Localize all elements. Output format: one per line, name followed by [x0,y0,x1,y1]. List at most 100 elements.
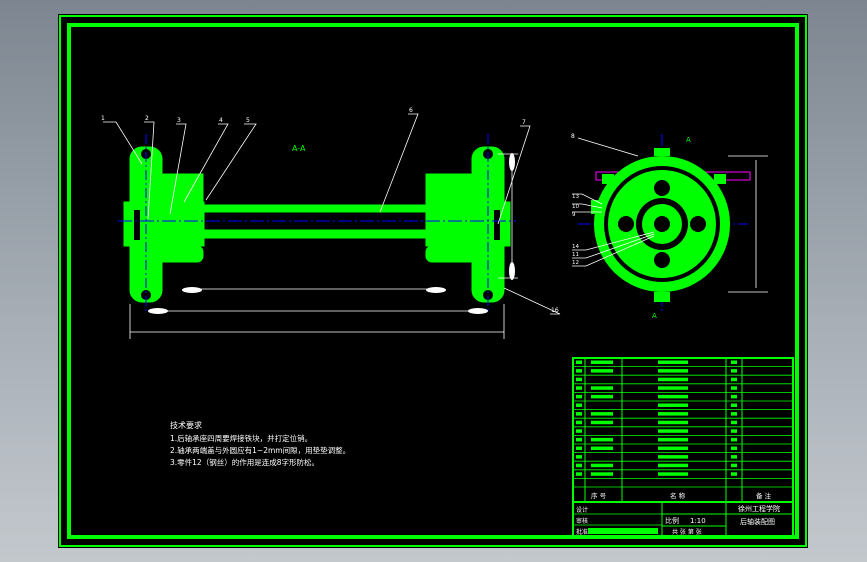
bom-cell-mark [591,472,613,476]
leader-9: 9 [572,212,576,218]
bom-cell-mark [591,360,613,364]
bom-cell-mark [591,420,613,425]
role-review: 审核 [576,517,588,525]
bom-cell-mark [731,360,737,364]
bolt-hole-right [690,216,706,232]
section-label: A-A [292,144,306,153]
bom-cell-mark [658,377,688,382]
parts-list: 序 号 名 称 备 注 [572,357,794,503]
outer-frame [59,15,807,547]
sheet-count: 共 张 第 张 [672,528,702,536]
school-name: 徐州工程学院 [738,504,780,513]
inner-frame [67,23,799,539]
bolt-hole-top [654,180,670,196]
bom-cell-mark [591,394,613,399]
bom-cell-mark [658,446,688,450]
leader-6: 6 [409,107,413,114]
left-bearing-housing [157,173,204,203]
side-view [578,134,751,314]
bom-cell-mark [658,394,688,399]
leader-4: 4 [219,117,223,124]
leader-11: 11 [572,252,579,258]
bom-cell-mark [731,386,737,390]
title-block: 设计 审核 批准 徐州工程学院 比例 1:10 后轴装配图 共 张 第 张 [572,501,794,537]
drawing-title: 后轴装配图 [740,517,775,526]
left-bearing-cap [157,245,204,263]
tech-requirements: 技术要求 1.后轴承座四周要焊接铁块，并打定位销。 2.轴承两端盖与外圆应有1~… [170,420,350,467]
bom-cell-mark [591,412,613,416]
leader-12: 12 [572,260,579,266]
bom-cell-mark [658,420,688,425]
bom-cell-mark [591,437,613,442]
tech-item-2: 2.轴承两端盖与外圆应有1~2mm间隙，用垫垫调整。 [170,445,350,455]
leader-8: 8 [571,133,575,140]
bom-cell-mark [576,394,582,399]
bom-cell-mark [658,429,688,433]
scale-value: 1:10 [690,517,706,525]
cad-drawing-sheet: 1 2 3 4 5 6 7 16 A-A 8 [58,14,808,548]
bom-cell-mark [731,463,737,468]
bom-cell-mark [731,394,737,399]
scale-label: 比例 [665,516,679,525]
bom-cell-mark [658,360,688,364]
view-label-bottom: A [652,312,657,320]
bom-cell-mark [658,455,688,459]
tech-item-3: 3.零件12（钢丝）的作用是连成8字形防松。 [170,457,319,467]
leader-lines-front [103,113,561,315]
leader-2: 2 [145,115,149,122]
leader-13: 13 [572,194,579,200]
bom-cell-mark [731,420,737,425]
role-design: 设计 [576,506,588,514]
bom-cell-mark [658,437,688,442]
bom-cell-mark [576,369,582,373]
designer-info [588,528,658,534]
bom-cell-mark [576,429,582,433]
bom-cell-mark [731,446,737,450]
bom-cell-mark [658,412,688,416]
bom-cell-mark [658,472,688,476]
bom-cell-mark [576,455,582,459]
bom-cell-mark [576,463,582,468]
bom-cell-mark [576,386,582,390]
right-bearing-cap [425,245,477,263]
role-approve: 批准 [576,528,588,536]
leader-14: 14 [572,244,579,250]
bom-cell-mark [576,420,582,425]
bom-cell-mark [576,412,582,416]
dimension-arrows [148,153,515,314]
bom-header-seq: 序 号 [591,491,607,500]
bom-cell-mark [576,403,582,407]
tech-item-1: 1.后轴承座四周要焊接铁块，并打定位销。 [170,433,312,443]
bom-cell-mark [591,386,613,390]
bom-cell-mark [658,369,688,373]
bom-cell-mark [731,369,737,373]
side-dimensions [572,137,768,293]
bom-cell-mark [731,437,737,442]
leader-1: 1 [101,115,105,122]
leader-10: 10 [572,204,579,210]
leader-16: 16 [551,307,559,314]
bolt-hole-left [618,216,634,232]
leader-5: 5 [246,117,250,124]
bom-cell-mark [731,377,737,382]
tech-title: 技术要求 [170,420,202,430]
bom-cell-mark [731,472,737,476]
view-label-top: A [686,136,691,144]
bom-cell-mark [658,463,688,468]
bolt-hole-bottom [654,252,670,268]
bom-cell-mark [576,472,582,476]
bom-cell-mark [576,377,582,382]
section-details [134,149,500,300]
axle-bottom [203,229,427,239]
bom-cell-mark [731,455,737,459]
bom-cell-mark [591,463,613,468]
drawing-svg: 1 2 3 4 5 6 7 16 A-A 8 [59,15,807,547]
bom-cell-mark [576,360,582,364]
right-bearing-housing [425,173,477,203]
bom-cell-mark [731,412,737,416]
bom-cell-mark [731,403,737,407]
dimension-lines [129,153,518,339]
bom-cell-mark [731,429,737,433]
bom-cell-mark [591,369,613,373]
leader-3: 3 [177,117,181,124]
